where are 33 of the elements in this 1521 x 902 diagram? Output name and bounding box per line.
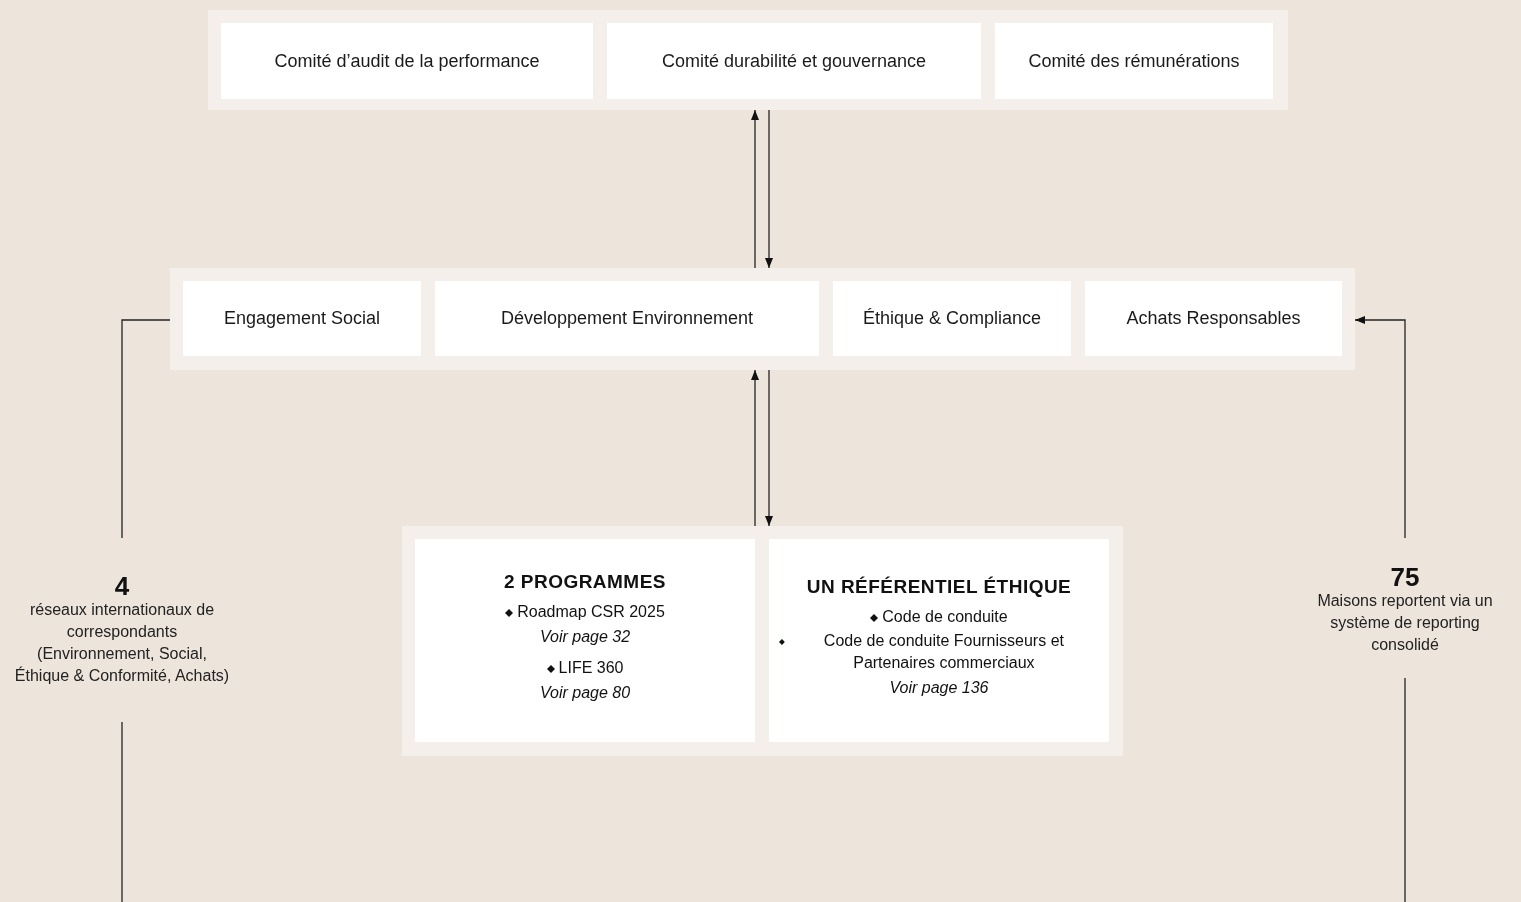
arrow bbox=[751, 109, 759, 269]
card-heading: 2 PROGRAMMES bbox=[504, 570, 666, 595]
arrow bbox=[751, 369, 759, 527]
committee-band bbox=[208, 10, 1288, 110]
page-reference: Voir page 80 bbox=[539, 682, 631, 703]
ethics-card bbox=[769, 539, 1109, 742]
stat-number: 75 bbox=[1390, 564, 1420, 590]
box-label: Achats Responsables bbox=[1125, 307, 1302, 330]
connector-line bbox=[121, 721, 123, 902]
stat-description: réseaux internationaux de correspondants (Environnement, Social, Éthique & Conformité, Achats) bbox=[13, 600, 231, 686]
bullet-text: LIFE 360 bbox=[558, 657, 624, 678]
connector-line bbox=[1404, 677, 1406, 902]
box-label: Comité durabilité et gouvernance bbox=[660, 49, 928, 73]
framework-band bbox=[402, 526, 1123, 756]
box-label: Engagement Social bbox=[222, 307, 382, 330]
arrow bbox=[765, 109, 773, 269]
connector-line bbox=[121, 319, 171, 539]
programme-card bbox=[415, 539, 755, 742]
arrow bbox=[765, 369, 773, 527]
bullet-text: Roadmap CSR 2025 bbox=[517, 601, 665, 622]
box-label: Développement Environnement bbox=[499, 307, 755, 330]
stat-description: Maisons reportent via un système de reporting consolidé bbox=[1316, 591, 1494, 655]
bullet-text: Code de conduite bbox=[882, 606, 1008, 627]
box-label: Éthique & Compliance bbox=[861, 307, 1043, 330]
arrow bbox=[1354, 316, 1406, 539]
department-band bbox=[170, 268, 1355, 370]
stat-number: 4 bbox=[114, 573, 130, 599]
bullet-text: Code de conduite Fournisseurs et Partenaires commerciaux bbox=[822, 630, 1065, 673]
page-reference: Voir page 32 bbox=[539, 626, 631, 647]
page-reference: Voir page 136 bbox=[889, 677, 989, 698]
box-label: Comité d’audit de la performance bbox=[273, 49, 541, 73]
card-heading: UN RÉFÉRENTIEL ÉTHIQUE bbox=[806, 575, 1072, 600]
box-label: Comité des rémunérations bbox=[1027, 49, 1241, 73]
